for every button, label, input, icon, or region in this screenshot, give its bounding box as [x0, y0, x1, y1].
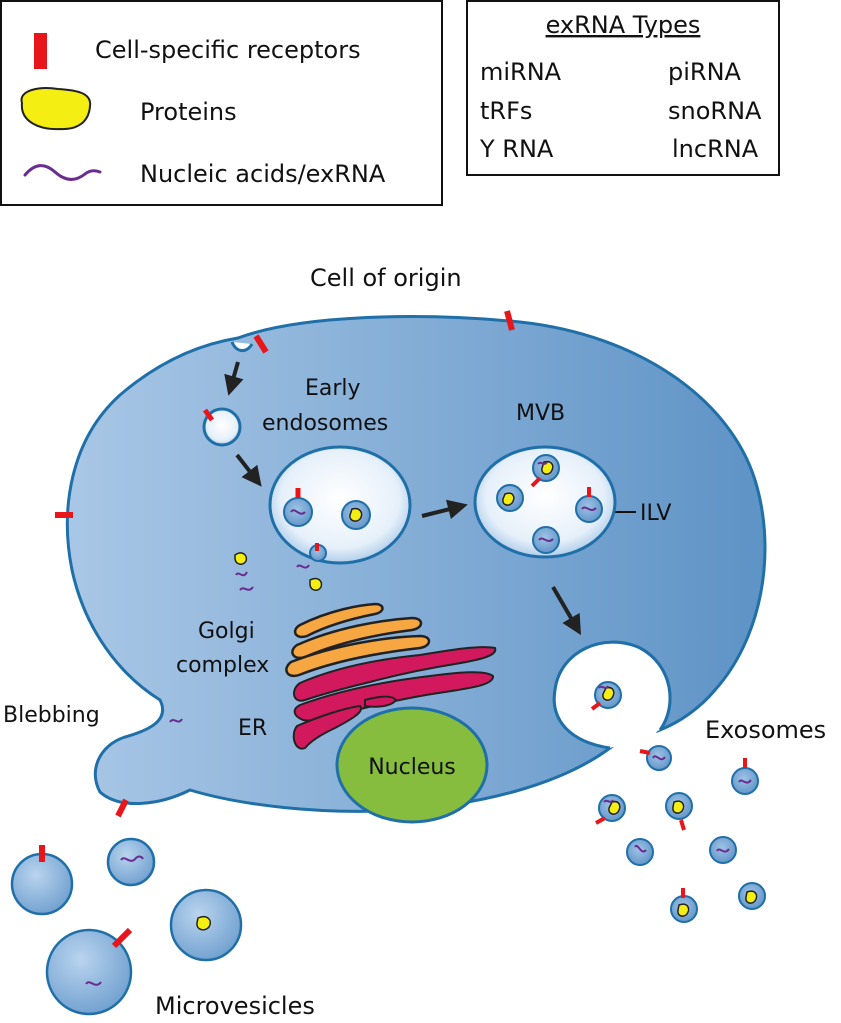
exrna-type-item: Y RNA: [479, 135, 554, 163]
membrane-receptor: [115, 798, 129, 818]
rna-strand: [169, 718, 183, 723]
protein-legend-icon: [20, 87, 92, 131]
exosome: [738, 882, 766, 910]
cell-of-origin-label: Cell of origin: [310, 264, 462, 292]
golgi-label-line2: complex: [176, 653, 269, 678]
exosome: [639, 745, 672, 771]
golgi-complex: [285, 602, 431, 678]
er-label: ER: [238, 716, 267, 741]
rna-strand: [581, 506, 597, 511]
exosomes-label: Exosomes: [705, 716, 826, 744]
microvesicle-group: [10, 837, 243, 1016]
microvesicle: [106, 837, 156, 887]
legend-proteins-label: Proteins: [140, 98, 237, 126]
rna-strand: [537, 461, 548, 465]
exosome: [670, 888, 698, 923]
exrna-types-box: exRNA Types miRNA tRFs Y RNA piRNA snoRN…: [466, 0, 780, 176]
exrna-type-item: snoRNA: [668, 97, 762, 125]
endoplasmic-reticulum: [292, 646, 497, 750]
receptor-legend-icon: [34, 33, 47, 69]
microvesicle: [10, 845, 74, 916]
legend-box: Cell-specific receptors Proteins Nucleic…: [0, 0, 443, 206]
nucleus-label: Nucleus: [368, 755, 456, 780]
microvesicle: [169, 888, 243, 962]
exrna-types-title: exRNA Types: [546, 11, 701, 39]
arrow-to-exocytosis: [551, 585, 582, 636]
legend-receptors-label: Cell-specific receptors: [95, 36, 361, 64]
rna-strand: [538, 537, 554, 542]
ilv-receptor: [530, 476, 542, 488]
arrow-to-early-endosome: [235, 453, 262, 487]
mvb-label: MVB: [516, 401, 565, 426]
multivesicular-body: [473, 445, 617, 559]
microvesicles-label: Microvesicles: [155, 992, 315, 1020]
early-endosome: [268, 445, 412, 565]
ilv-label: ILV: [640, 501, 671, 526]
endocytic-vesicle: [202, 407, 242, 447]
exosome: [709, 836, 737, 864]
exosome: [665, 792, 693, 831]
rna-strand: [235, 571, 248, 577]
exosome-receptor: [590, 701, 602, 711]
endocytic-pit: [230, 341, 254, 352]
exosome: [626, 838, 654, 866]
exrna-type-item: miRNA: [480, 58, 562, 86]
rna-strand: [598, 685, 609, 689]
microvesicle: [45, 927, 133, 1016]
exocytosis-pocket: [552, 640, 672, 750]
exrna-type-item: tRFs: [480, 97, 532, 125]
exosome-group: [595, 745, 766, 923]
exrna-type-item: lncRNA: [672, 135, 759, 163]
rna-strand: [239, 586, 254, 591]
rna-strand: [290, 509, 306, 515]
arrow-to-mvb: [421, 499, 468, 520]
protein-particle: [309, 577, 323, 591]
exosome: [595, 794, 626, 825]
arrow-endocytosis: [224, 361, 244, 396]
protein-particle: [234, 552, 248, 565]
early-endosomes-label-line2: endosomes: [262, 411, 388, 436]
exrna-type-item: piRNA: [668, 58, 742, 86]
cell-of-origin-membrane: [65, 315, 767, 813]
vesicle-receptor: [202, 408, 215, 422]
protein-particle: [349, 507, 363, 522]
nucleic-acid-legend-icon: [23, 164, 102, 181]
nucleus: Nucleus: [335, 706, 489, 824]
golgi-label-line1: Golgi: [198, 619, 255, 644]
rna-strand: [296, 564, 310, 569]
membrane-receptor: [253, 334, 269, 354]
protein-particle: [602, 686, 615, 701]
blebbing-label: Blebbing: [3, 703, 100, 728]
legend-nucleic-acids-label: Nucleic acids/exRNA: [140, 160, 386, 188]
protein-particle: [502, 492, 515, 506]
exosome: [731, 758, 759, 795]
early-endosomes-label-line1: Early: [305, 376, 361, 401]
membrane-receptor: [504, 310, 515, 331]
